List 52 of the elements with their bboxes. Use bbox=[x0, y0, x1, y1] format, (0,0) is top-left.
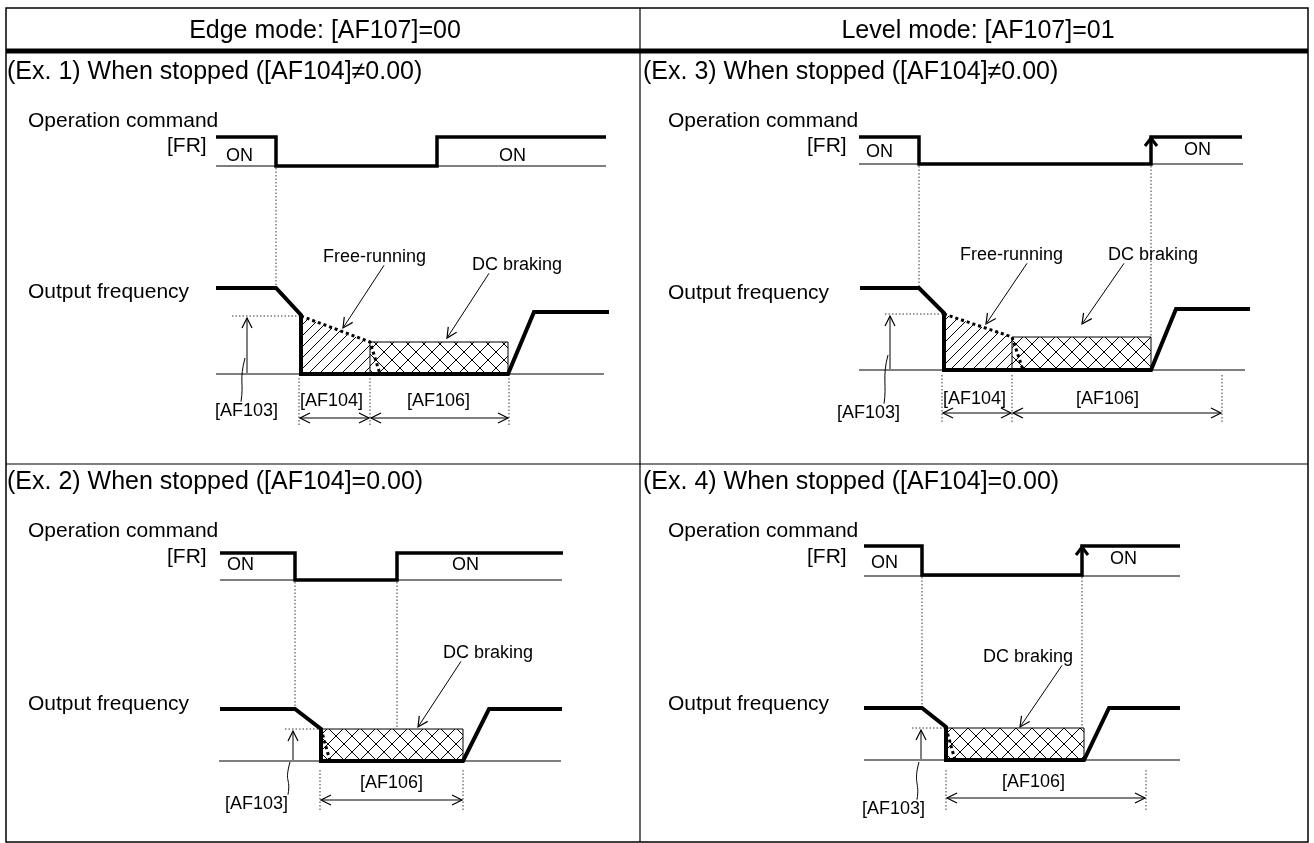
signal-label: Output frequency bbox=[28, 690, 190, 716]
annotation-label: DC braking bbox=[443, 641, 534, 663]
state-label: ON bbox=[452, 553, 479, 575]
state-label: ON bbox=[227, 553, 254, 575]
signal-label: Output frequency bbox=[668, 279, 830, 305]
dimension-label: [AF104] bbox=[943, 387, 1007, 409]
state-label: ON bbox=[1184, 138, 1211, 160]
leader-line bbox=[417, 660, 462, 728]
state-label: ON bbox=[499, 144, 526, 166]
leader-line bbox=[883, 354, 889, 405]
leader-line bbox=[1081, 262, 1125, 325]
signal-label: Operation command bbox=[28, 517, 219, 543]
signal-label: [FR] bbox=[807, 132, 847, 158]
leader-line bbox=[240, 357, 246, 403]
signal-label: Operation command bbox=[28, 107, 219, 133]
state-label: ON bbox=[871, 551, 898, 573]
dimension-label: [AF106] bbox=[360, 771, 424, 793]
dimension-label: [AF106] bbox=[407, 389, 471, 411]
leader-line bbox=[916, 761, 920, 801]
annotation-label: DC braking bbox=[1108, 243, 1199, 265]
annotation-label: DC braking bbox=[472, 253, 563, 275]
annotation-label: DC braking bbox=[983, 645, 1074, 667]
signal-label: Operation command bbox=[668, 107, 859, 133]
dimension-label: [AF106] bbox=[1076, 387, 1140, 409]
state-label: ON bbox=[866, 140, 893, 162]
state-label: ON bbox=[1110, 547, 1137, 569]
leader-line bbox=[1019, 664, 1063, 728]
dimension-label: [AF104] bbox=[300, 389, 364, 411]
annotation-label: [AF103] bbox=[215, 399, 279, 421]
leader-line bbox=[287, 761, 291, 796]
state-label: ON bbox=[226, 144, 253, 166]
panel-heading: (Ex. 1) When stopped ([AF104]≠0.00) bbox=[7, 55, 423, 85]
signal-label: [FR] bbox=[167, 543, 207, 569]
leader-line bbox=[446, 272, 490, 339]
column-header: Level mode: [AF107]=01 bbox=[841, 14, 1115, 44]
panel-heading: (Ex. 2) When stopped ([AF104]=0.00) bbox=[7, 465, 424, 495]
signal-label: [FR] bbox=[167, 132, 207, 158]
annotation-label: [AF103] bbox=[862, 797, 926, 819]
signal-label: Output frequency bbox=[668, 690, 830, 716]
panel-heading: (Ex. 3) When stopped ([AF104]≠0.00) bbox=[643, 55, 1059, 85]
annotation-label: Free-running bbox=[960, 243, 1064, 265]
annotation-label: [AF103] bbox=[225, 792, 289, 814]
column-header: Edge mode: [AF107]=00 bbox=[189, 14, 461, 44]
signal-label: Operation command bbox=[668, 517, 859, 543]
dimension-label: [AF106] bbox=[1002, 770, 1066, 792]
annotation-label: Free-running bbox=[323, 245, 427, 267]
leader-line bbox=[342, 264, 385, 329]
signal-label: Output frequency bbox=[28, 278, 190, 304]
leader-line bbox=[985, 262, 1028, 325]
signal-label: [FR] bbox=[807, 543, 847, 569]
panel-heading: (Ex. 4) When stopped ([AF104]=0.00) bbox=[643, 465, 1060, 495]
annotation-label: [AF103] bbox=[837, 401, 901, 423]
